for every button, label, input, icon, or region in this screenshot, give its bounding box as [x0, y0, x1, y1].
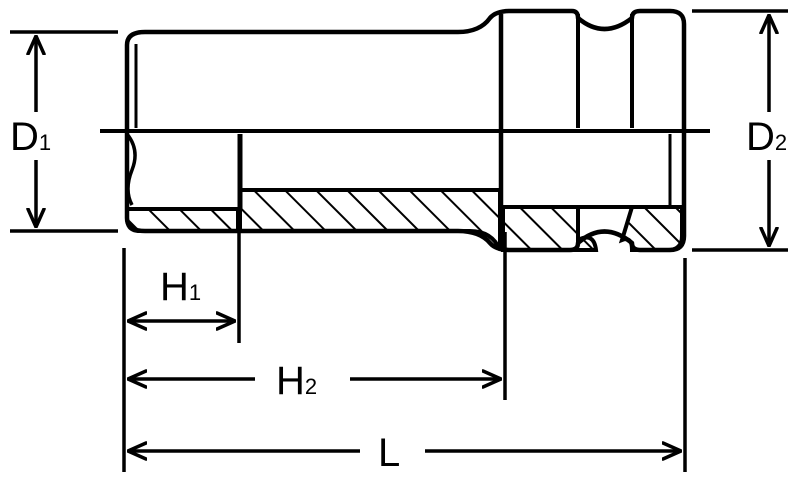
hatched-section-tip — [125, 207, 240, 233]
length-extension-lines — [122, 232, 687, 472]
dimension-d1: D1 — [10, 30, 118, 233]
d1-label: D1 — [10, 115, 51, 159]
hatched-section-drive-left — [501, 205, 599, 252]
h1-label: H1 — [160, 265, 201, 309]
dimension-l: L — [128, 431, 681, 475]
dimension-d2: D2 — [692, 9, 788, 252]
l-label: L — [378, 431, 400, 475]
d2-label: D2 — [746, 115, 787, 159]
dimension-h1: H1 — [128, 265, 235, 321]
hatched-section-middle — [238, 188, 502, 251]
hex-chamfer — [125, 132, 137, 206]
socket-outline — [124, 8, 687, 253]
dimension-h2: H2 — [128, 359, 501, 403]
socket-body — [100, 8, 710, 253]
h2-label: H2 — [276, 359, 317, 403]
